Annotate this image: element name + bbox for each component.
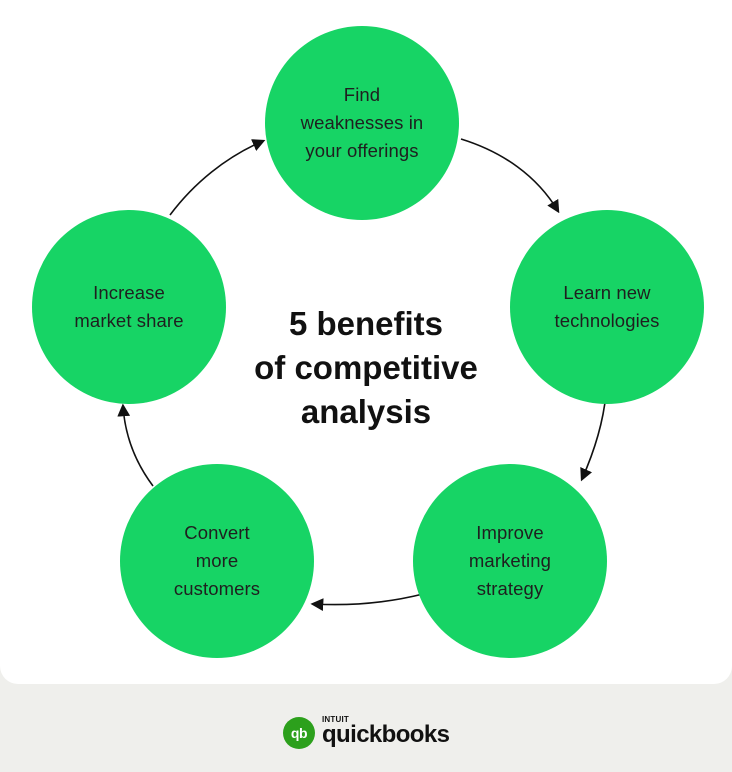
quickbooks-logo: qb INTUIT quickbooks — [283, 715, 473, 753]
diagram-title: 5 benefits of competitive analysis — [254, 305, 478, 430]
intuit-wordmark: INTUIT — [322, 715, 349, 724]
benefit-node-label: Find weaknesses in your offerings — [300, 84, 424, 161]
arrow-find-to-learn — [460, 138, 560, 214]
diagram-card: Find weaknesses in your offerings Learn … — [0, 0, 732, 684]
benefit-node-label: Improve marketing strategy — [468, 522, 552, 599]
benefit-node-learn-technologies: Learn new technologies — [510, 210, 704, 404]
benefit-node-increase-market-share: Increase market share — [32, 210, 226, 404]
quickbooks-wordmark: quickbooks — [322, 721, 450, 748]
benefit-node-label: Increase market share — [74, 282, 184, 331]
benefit-node-convert-customers: Convert more customers — [120, 464, 314, 658]
arrow-learn-to-improve — [580, 393, 607, 482]
benefit-node-find-weaknesses: Find weaknesses in your offerings — [265, 26, 459, 220]
arrow-increase-to-find — [169, 139, 266, 216]
arrow-convert-to-increase — [117, 403, 154, 487]
benefit-node-improve-marketing: Improve marketing strategy — [413, 464, 607, 658]
benefit-node-label: Convert more customers — [173, 522, 261, 599]
quickbooks-logo-icon: qb — [283, 717, 315, 749]
arrow-improve-to-convert — [310, 593, 424, 611]
benefit-node-label: Learn new technologies — [554, 282, 660, 331]
